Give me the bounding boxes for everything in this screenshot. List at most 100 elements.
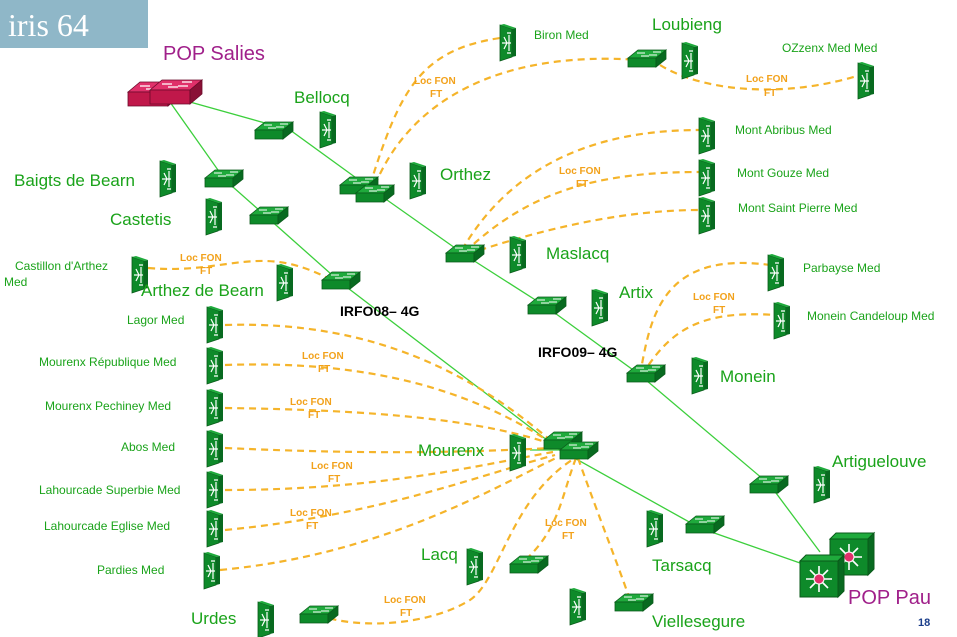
med-superbie: Lahourcade Superbie Med bbox=[39, 483, 180, 497]
logo-text: iris 64 bbox=[8, 7, 89, 43]
med-labels: Biron Med OZzenx Med Med Mont Abribus Me… bbox=[4, 28, 934, 577]
med-abribus: Mont Abribus Med bbox=[735, 123, 832, 137]
med-castillon-line2: Med bbox=[4, 275, 27, 289]
switch-arthez bbox=[321, 271, 361, 290]
mux-gouze bbox=[698, 158, 716, 197]
loc-label-ft: FT bbox=[576, 179, 588, 190]
mux-castetis bbox=[205, 197, 223, 236]
site-maslacq: Maslacq bbox=[546, 244, 609, 263]
loc-label: Loc FON bbox=[693, 292, 735, 303]
iris64-logo: iris 64 bbox=[0, 0, 148, 48]
loc-label: Loc FON bbox=[559, 166, 601, 177]
loc-label: Loc FON bbox=[311, 461, 353, 472]
loc-label: Loc FON bbox=[414, 76, 456, 87]
site-arthez: Arthez de Bearn bbox=[141, 281, 264, 300]
site-artiguelouve: Artiguelouve bbox=[832, 452, 927, 471]
page-number: 18 bbox=[918, 617, 930, 629]
mux-artix bbox=[591, 288, 609, 327]
site-lacq: Lacq bbox=[421, 545, 458, 564]
mux-baigts bbox=[159, 159, 177, 198]
med-pechiney: Mourenx Pechiney Med bbox=[45, 399, 171, 413]
switch-urdes bbox=[299, 605, 339, 624]
pop-pau-label: POP Pau bbox=[848, 587, 931, 609]
mux-bellocq bbox=[319, 110, 337, 149]
mux-abos bbox=[206, 429, 224, 468]
mux-lagor bbox=[206, 305, 224, 344]
mux-superbie bbox=[206, 470, 224, 509]
mux-saintpierre bbox=[698, 196, 716, 235]
loc-label-ft: FT bbox=[764, 88, 776, 99]
mux-artiguelouve bbox=[813, 465, 831, 504]
loc-label-ft: FT bbox=[318, 364, 330, 375]
loc-label: Loc FON bbox=[290, 508, 332, 519]
site-mourenx: Mourenx bbox=[418, 441, 485, 460]
site-castetis: Castetis bbox=[110, 210, 171, 229]
med-parbayse: Parbayse Med bbox=[803, 261, 880, 275]
loc-fon-labels: Loc FON FT Loc FON FT Loc FON FT Loc FON… bbox=[180, 74, 788, 619]
loc-label-ft: FT bbox=[308, 410, 320, 421]
med-lagor: Lagor Med bbox=[127, 313, 184, 327]
mux-pardies bbox=[203, 551, 221, 590]
site-bellocq: Bellocq bbox=[294, 88, 350, 107]
site-orthez: Orthez bbox=[440, 165, 491, 184]
mux-lacq bbox=[466, 547, 484, 586]
loc-label: Loc FON bbox=[180, 253, 222, 264]
mux-viellesegure bbox=[569, 587, 587, 626]
mux-eglise bbox=[206, 509, 224, 548]
switch-lacq bbox=[509, 555, 549, 574]
site-loubieng: Loubieng bbox=[652, 15, 722, 34]
mux-candeloup bbox=[773, 301, 791, 340]
irfo09-label: IRFO09– 4G bbox=[538, 344, 617, 360]
mux-republique bbox=[206, 346, 224, 385]
mux-nodes bbox=[131, 23, 875, 637]
switch-artiguelouve bbox=[749, 475, 789, 494]
switch-castetis bbox=[249, 206, 289, 225]
mux-tarsacq bbox=[646, 509, 664, 548]
mux-orthez bbox=[409, 161, 427, 200]
backbone-links bbox=[164, 94, 821, 571]
pop-salies-router bbox=[127, 79, 203, 107]
mux-biron bbox=[499, 23, 517, 62]
site-labels: Bellocq Loubieng Baigts de Bearn Casteti… bbox=[14, 15, 927, 631]
pop-salies-label: POP Salies bbox=[163, 43, 265, 65]
site-tarsacq: Tarsacq bbox=[652, 556, 712, 575]
switch-viellesegure bbox=[614, 593, 654, 612]
loc-label-ft: FT bbox=[306, 521, 318, 532]
switch-tarsacq bbox=[685, 515, 725, 534]
switch-monein bbox=[626, 364, 666, 383]
mux-monein bbox=[691, 356, 709, 395]
mux-parbayse bbox=[767, 253, 785, 292]
loc-label-ft: FT bbox=[562, 531, 574, 542]
loc-label-ft: FT bbox=[400, 608, 412, 619]
mux-pechiney bbox=[206, 388, 224, 427]
med-abos: Abos Med bbox=[121, 440, 175, 454]
loc-label: Loc FON bbox=[746, 74, 788, 85]
switch-baigts bbox=[204, 169, 244, 188]
mux-maslacq bbox=[509, 235, 527, 274]
med-castillon-line1: Castillon d'Arthez bbox=[15, 259, 108, 273]
med-candeloup: Monein Candeloup Med bbox=[807, 309, 934, 323]
med-biron: Biron Med bbox=[534, 28, 589, 42]
mux-loubieng bbox=[681, 41, 699, 80]
loc-label-ft: FT bbox=[713, 305, 725, 316]
loc-label: Loc FON bbox=[290, 397, 332, 408]
mux-urdes bbox=[257, 600, 275, 637]
switch-loubieng bbox=[627, 49, 667, 68]
site-monein: Monein bbox=[720, 367, 776, 386]
mux-arthez bbox=[276, 263, 294, 302]
loc-label: Loc FON bbox=[302, 351, 344, 362]
mux-ozzenx bbox=[857, 61, 875, 100]
irfo08-label: IRFO08– 4G bbox=[340, 303, 419, 319]
med-pardies: Pardies Med bbox=[97, 563, 164, 577]
loc-label: Loc FON bbox=[384, 595, 426, 606]
med-republique: Mourenx République Med bbox=[39, 355, 176, 369]
switch-bellocq bbox=[254, 121, 294, 140]
loc-label-ft: FT bbox=[200, 266, 212, 277]
site-artix: Artix bbox=[619, 283, 654, 302]
med-saintpierre: Mont Saint Pierre Med bbox=[738, 201, 857, 215]
med-gouze: Mont Gouze Med bbox=[737, 166, 829, 180]
mux-mourenx bbox=[509, 433, 527, 472]
loc-label-ft: FT bbox=[328, 474, 340, 485]
mux-abribus bbox=[698, 116, 716, 155]
